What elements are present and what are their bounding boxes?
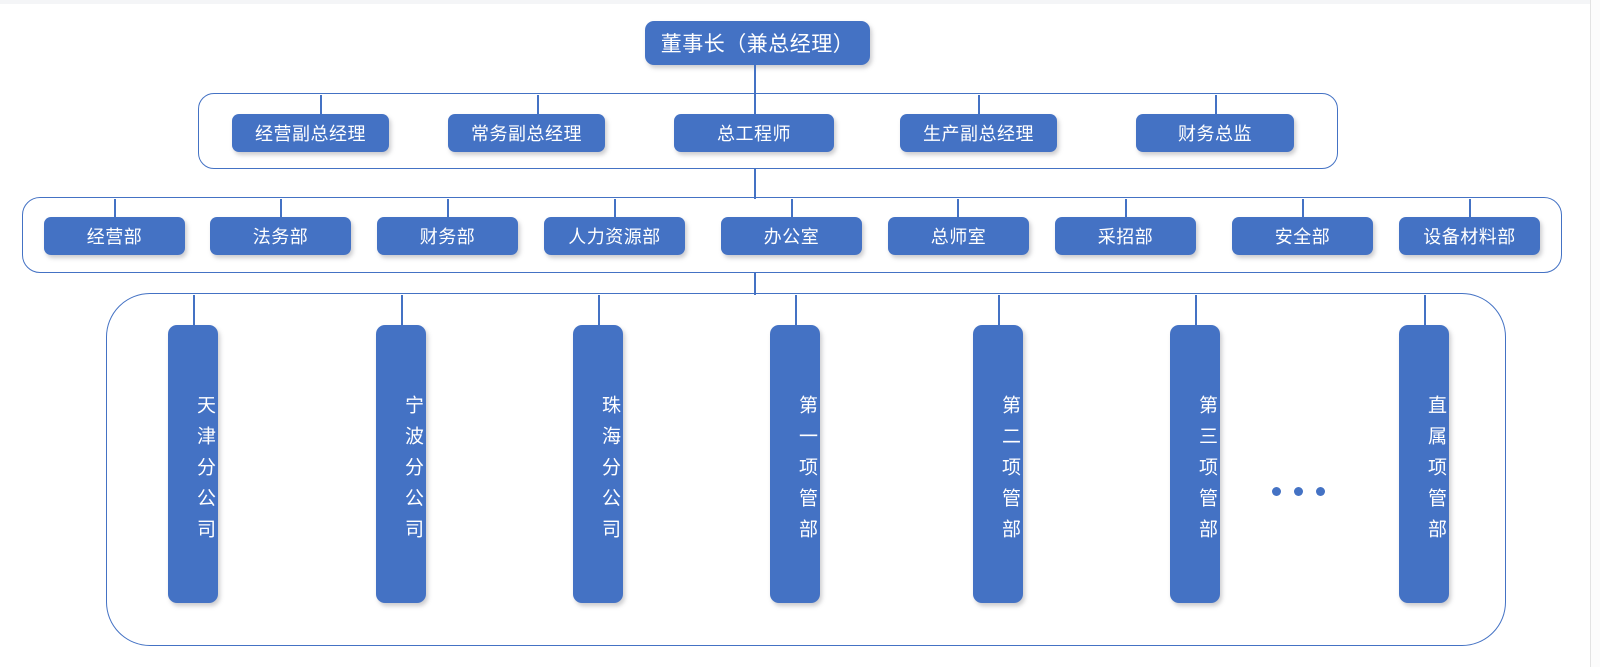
top-edge-strip — [0, 0, 1600, 4]
node-executive-1[interactable]: 经营副总经理 — [232, 114, 389, 152]
ellipsis-more-units — [1272, 487, 1325, 496]
ellipsis-dot-3 — [1316, 487, 1325, 496]
connector-stem-dept-3 — [447, 199, 449, 217]
connector-dept-to-unit — [754, 273, 756, 295]
connector-stem-dept-9 — [1469, 199, 1471, 217]
node-department-9-label: 设备材料部 — [1423, 227, 1516, 247]
node-department-4-label: 人力资源部 — [568, 227, 661, 247]
connector-stem-dept-5 — [791, 199, 793, 217]
node-department-5[interactable]: 办公室 — [721, 217, 862, 255]
node-department-7[interactable]: 采招部 — [1055, 217, 1196, 255]
node-department-2[interactable]: 法务部 — [210, 217, 351, 255]
node-executive-4[interactable]: 生产副总经理 — [900, 114, 1057, 152]
node-unit-1-label: 天津分公司 — [194, 394, 215, 550]
node-executive-3-label: 总工程师 — [717, 124, 791, 144]
connector-stem-unit-3 — [598, 295, 600, 325]
node-department-3[interactable]: 财务部 — [377, 217, 518, 255]
node-department-3-label: 财务部 — [419, 227, 476, 247]
node-department-2-label: 法务部 — [252, 227, 309, 247]
connector-stem-unit-4 — [795, 295, 797, 325]
node-chairman[interactable]: 董事长（兼总经理） — [645, 21, 870, 65]
node-executive-5-label: 财务总监 — [1178, 124, 1252, 144]
connector-stem-exec-3 — [754, 95, 756, 114]
node-department-1[interactable]: 经营部 — [44, 217, 185, 255]
node-unit-5-label: 第二项管部 — [999, 394, 1020, 550]
node-unit-1[interactable]: 天津分公司 — [168, 325, 218, 603]
node-unit-2-label: 宁波分公司 — [402, 394, 423, 550]
node-department-6[interactable]: 总师室 — [888, 217, 1029, 255]
connector-stem-dept-1 — [114, 199, 116, 217]
connector-stem-dept-7 — [1125, 199, 1127, 217]
node-unit-6[interactable]: 第三项管部 — [1170, 325, 1220, 603]
node-executive-5[interactable]: 财务总监 — [1136, 114, 1294, 152]
node-executive-2[interactable]: 常务副总经理 — [448, 114, 605, 152]
connector-stem-unit-5 — [998, 295, 1000, 325]
node-unit-3-label: 珠海分公司 — [599, 394, 620, 550]
connector-stem-dept-4 — [614, 199, 616, 217]
connector-stem-exec-5 — [1215, 95, 1217, 114]
node-department-7-label: 采招部 — [1097, 227, 1154, 247]
node-department-9[interactable]: 设备材料部 — [1399, 217, 1540, 255]
node-unit-4-label: 第一项管部 — [796, 394, 817, 550]
department-group-container — [22, 197, 1562, 273]
node-unit-2[interactable]: 宁波分公司 — [376, 325, 426, 603]
node-unit-5[interactable]: 第二项管部 — [973, 325, 1023, 603]
node-unit-4[interactable]: 第一项管部 — [770, 325, 820, 603]
node-unit-3[interactable]: 珠海分公司 — [573, 325, 623, 603]
node-unit-7[interactable]: 直属项管部 — [1399, 325, 1449, 603]
connector-stem-unit-2 — [401, 295, 403, 325]
node-department-8[interactable]: 安全部 — [1232, 217, 1373, 255]
node-department-4[interactable]: 人力资源部 — [544, 217, 685, 255]
node-chairman-label: 董事长（兼总经理） — [660, 33, 855, 56]
node-department-1-label: 经营部 — [86, 227, 143, 247]
connector-root-to-exec — [754, 65, 756, 95]
connector-stem-dept-2 — [280, 199, 282, 217]
node-department-8-label: 安全部 — [1274, 227, 1331, 247]
connector-exec-to-dept — [754, 169, 756, 199]
connector-stem-dept-6 — [957, 199, 959, 217]
node-unit-6-label: 第三项管部 — [1196, 394, 1217, 550]
node-executive-1-label: 经营副总经理 — [255, 124, 366, 144]
connector-stem-exec-4 — [978, 95, 980, 114]
executive-group-container — [198, 93, 1338, 169]
connector-stem-unit-1 — [193, 295, 195, 325]
ellipsis-dot-2 — [1294, 487, 1303, 496]
connector-stem-unit-6 — [1195, 295, 1197, 325]
right-edge-strip — [1590, 0, 1600, 667]
connector-stem-exec-2 — [537, 95, 539, 114]
node-unit-7-label: 直属项管部 — [1425, 394, 1446, 550]
node-executive-2-label: 常务副总经理 — [471, 124, 582, 144]
unit-group-container — [106, 293, 1506, 646]
connector-stem-exec-1 — [320, 95, 322, 114]
node-executive-3[interactable]: 总工程师 — [674, 114, 834, 152]
connector-stem-unit-7 — [1424, 295, 1426, 325]
node-executive-4-label: 生产副总经理 — [923, 124, 1034, 144]
node-department-6-label: 总师室 — [930, 227, 987, 247]
connector-stem-dept-8 — [1302, 199, 1304, 217]
node-department-5-label: 办公室 — [763, 227, 820, 247]
ellipsis-dot-1 — [1272, 487, 1281, 496]
